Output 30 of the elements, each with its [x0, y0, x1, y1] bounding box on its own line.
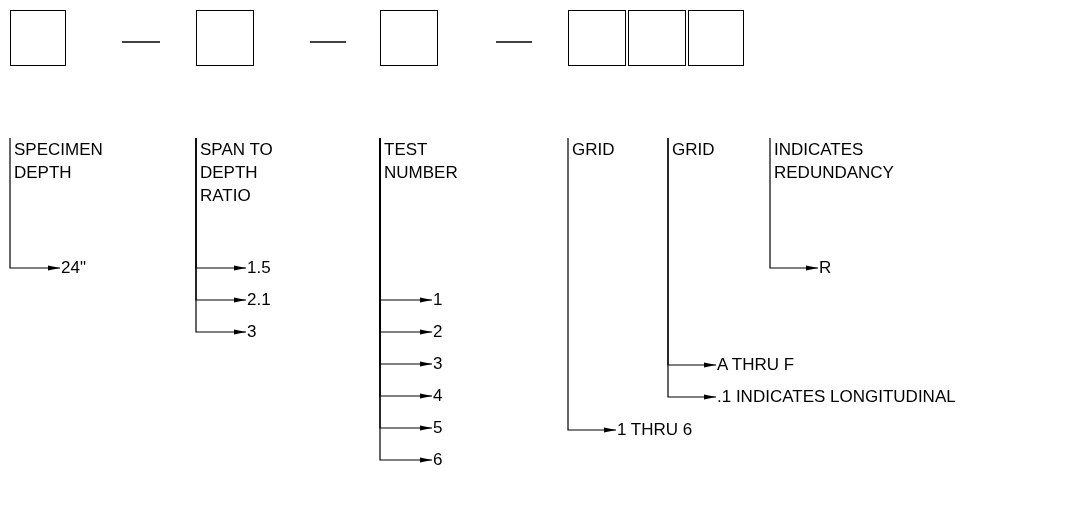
value-text: R — [818, 256, 832, 280]
field-heading: TEST NUMBER — [380, 138, 470, 184]
value-text: 1 — [432, 288, 443, 312]
code-box — [568, 10, 626, 66]
value-text: 24" — [60, 256, 86, 280]
arrow — [769, 137, 819, 271]
field-heading: GRID — [668, 138, 728, 161]
code-box — [688, 10, 744, 66]
value-text: 1.5 — [246, 256, 271, 280]
value-text: .1 INDICATES LONGITUDINAL — [716, 385, 956, 409]
code-box — [380, 10, 438, 66]
arrow — [567, 137, 617, 433]
field-heading: GRID — [568, 138, 628, 161]
arrow — [9, 137, 61, 271]
code-box — [196, 10, 254, 66]
value-text: 2 — [432, 320, 443, 344]
value-text: A THRU F — [716, 353, 795, 377]
field-heading: INDICATES REDUNDANCY — [770, 138, 920, 184]
code-box — [628, 10, 686, 66]
value-text: 1 THRU 6 — [616, 418, 693, 442]
value-text: 3 — [432, 352, 443, 376]
code-box — [10, 10, 66, 66]
arrow — [195, 137, 247, 335]
value-text: 4 — [432, 384, 443, 408]
value-text: 3 — [246, 320, 257, 344]
field-heading: SPAN TO DEPTH RATIO — [196, 138, 286, 207]
field-heading: SPECIMEN DEPTH — [10, 138, 110, 184]
value-text: 2.1 — [246, 288, 271, 312]
value-text: 5 — [432, 416, 443, 440]
value-text: 6 — [432, 448, 443, 472]
